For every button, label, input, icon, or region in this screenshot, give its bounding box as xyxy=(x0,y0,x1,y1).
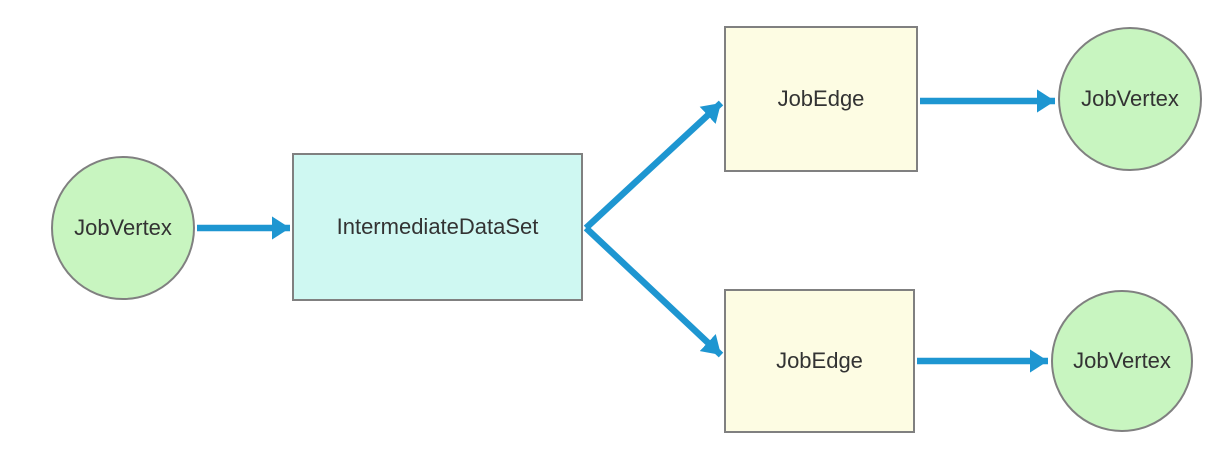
node-job-edge-bottom: JobEdge xyxy=(724,289,915,433)
node-label: IntermediateDataSet xyxy=(336,213,539,239)
node-job-vertex-top-right: JobVertex xyxy=(1058,27,1202,171)
arrow-dataset-to-edge-bottom xyxy=(583,225,724,358)
node-job-vertex-bottom-right: JobVertex xyxy=(1051,290,1193,432)
arrow-dataset-to-edge-top xyxy=(583,100,724,231)
node-label: JobVertex xyxy=(1081,85,1179,111)
node-label: JobVertex xyxy=(1073,347,1171,373)
node-label: JobVertex xyxy=(74,214,172,240)
node-label: JobEdge xyxy=(777,85,865,111)
node-job-vertex-left: JobVertex xyxy=(51,156,195,300)
node-intermediate-dataset: IntermediateDataSet xyxy=(292,153,583,301)
node-job-edge-top: JobEdge xyxy=(724,26,918,172)
node-label: JobEdge xyxy=(776,347,863,373)
